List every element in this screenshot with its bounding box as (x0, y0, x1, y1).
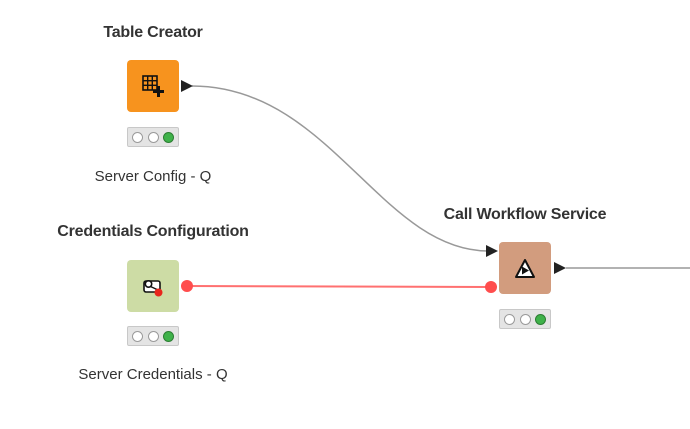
status-light-yellow (147, 330, 159, 342)
flow-variable-connection[interactable] (185, 285, 490, 288)
status-light-red (132, 131, 144, 143)
table-plus-icon (142, 75, 164, 97)
data-connection[interactable] (191, 85, 489, 252)
node-label-credentials-configuration[interactable]: Server Credentials - Q (78, 366, 228, 383)
node-call-workflow-service[interactable] (499, 242, 551, 294)
status-light-red (132, 330, 144, 342)
call-workflow-input-port[interactable] (486, 245, 498, 257)
play-triangle-icon (515, 259, 535, 278)
node-status-credentials-configuration (127, 326, 179, 346)
node-status-call-workflow-service (499, 309, 551, 329)
node-title-credentials-configuration[interactable]: Credentials Configuration (57, 223, 249, 240)
status-light-red (504, 313, 516, 325)
node-label-table-creator[interactable]: Server Config - Q (94, 168, 212, 185)
node-credentials-configuration[interactable] (127, 260, 179, 312)
status-light-green (534, 313, 546, 325)
status-light-green (162, 330, 174, 342)
call-workflow-flow-variable-port[interactable] (485, 281, 497, 293)
status-light-yellow (147, 131, 159, 143)
status-light-green (162, 131, 174, 143)
node-status-table-creator (127, 127, 179, 147)
credentials-flow-variable-port[interactable] (181, 280, 193, 292)
call-workflow-output-port[interactable] (554, 262, 566, 274)
node-title-call-workflow-service[interactable]: Call Workflow Service (443, 206, 607, 223)
table-creator-output-port[interactable] (181, 80, 193, 92)
node-title-table-creator[interactable]: Table Creator (103, 24, 203, 41)
node-table-creator[interactable] (127, 60, 179, 112)
credentials-icon (143, 280, 163, 297)
status-light-yellow (519, 313, 531, 325)
